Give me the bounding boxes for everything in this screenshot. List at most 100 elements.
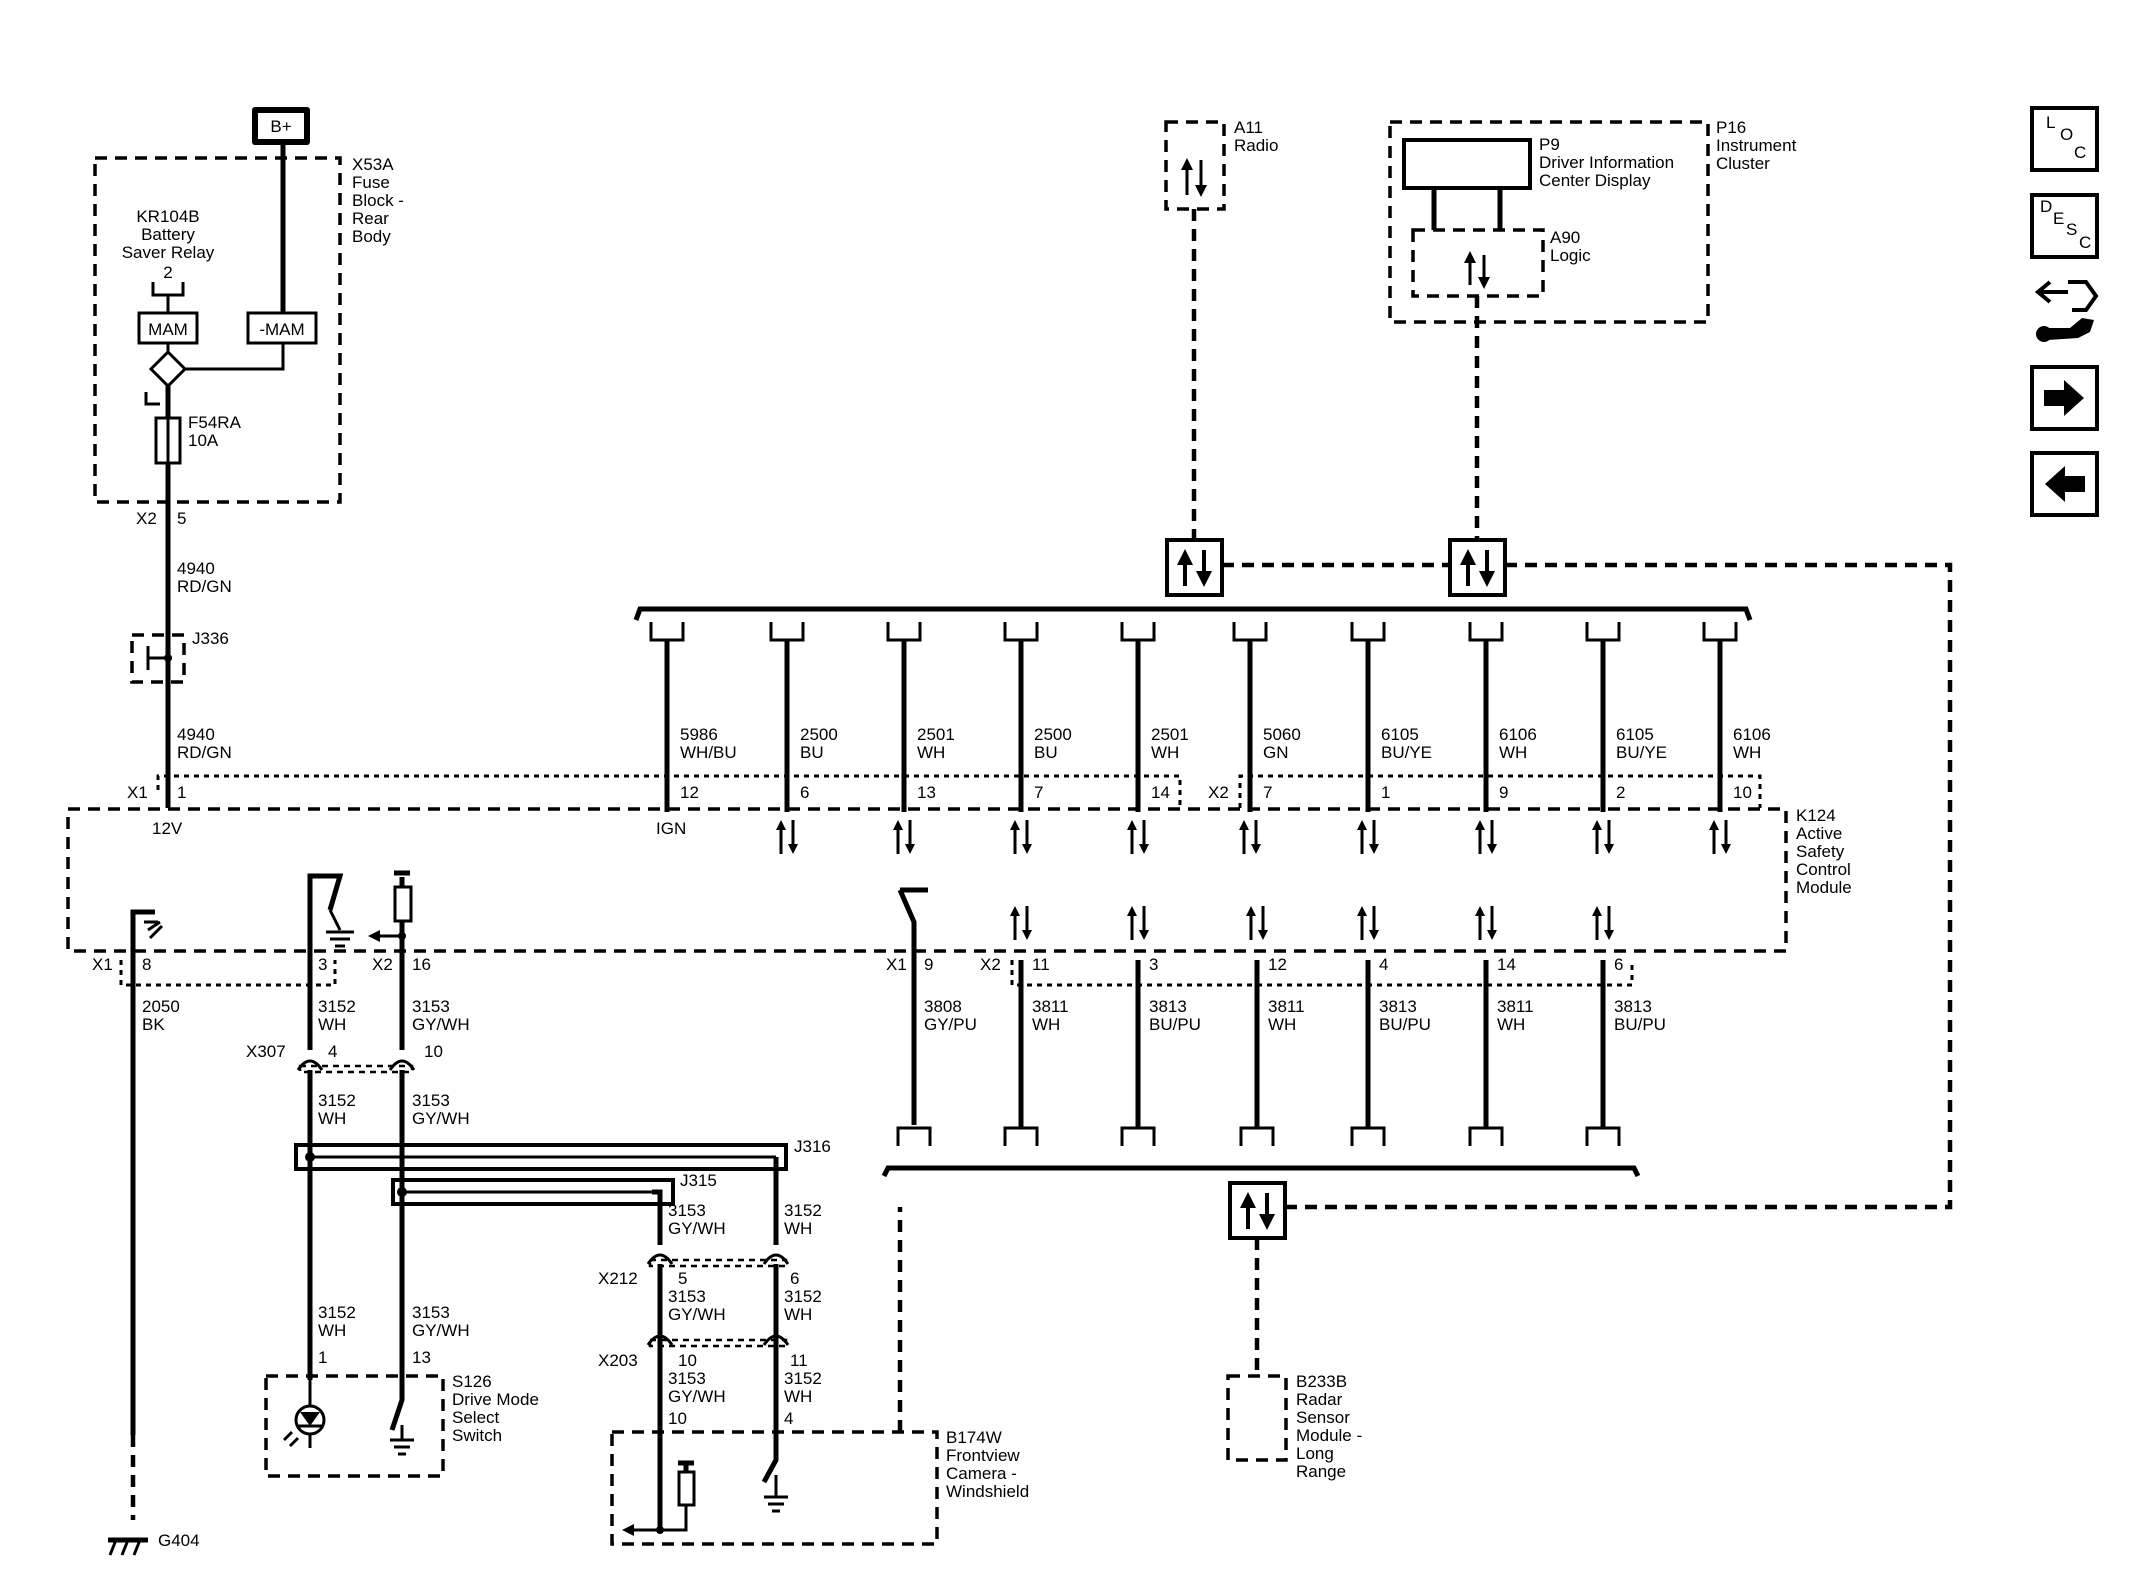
module-data-arrows-icon: [1475, 820, 1497, 854]
module-data-arrows-icon: [1592, 906, 1614, 940]
fuse-block-outline: [93, 156, 342, 504]
module-data-arrows-icon: [1239, 820, 1261, 854]
splice-j336-label: J336: [192, 629, 229, 648]
module-data-arrows-icon: [893, 820, 915, 854]
module-data-arrows-icon: [1592, 820, 1614, 854]
top-pin-number: 7: [1263, 783, 1272, 802]
module-data-arrows-icon: [1357, 906, 1379, 940]
arrow-right-icon: [2044, 380, 2084, 416]
radio-bus-gateway: [1165, 538, 1224, 597]
x212-pin-6: 6: [790, 1269, 799, 1288]
s126-pin-1: 1: [318, 1348, 327, 1367]
indicator-lamp-icon: [282, 1380, 326, 1448]
splice-j315: [391, 1178, 675, 1206]
connector-wrench-icon[interactable]: [2034, 280, 2099, 342]
bottom-pin-number: 3: [1149, 955, 1158, 974]
splice-j336: [130, 633, 186, 684]
description-button[interactable]: D E S C: [2030, 193, 2099, 259]
x1-top-connector-outline: [156, 774, 1182, 808]
bus-terminal: [1468, 1126, 1504, 1146]
bus-terminal: [1585, 1126, 1621, 1146]
pin-9: 9: [924, 955, 933, 974]
desc-letter-c: C: [2079, 233, 2091, 252]
x2-top-label: X2: [1208, 783, 1229, 802]
bus-terminal: [1239, 1126, 1275, 1146]
bottom-pin-number: 12: [1268, 955, 1287, 974]
module-data-arrows-icon: [1127, 820, 1149, 854]
x307-pin-10: 10: [424, 1042, 443, 1061]
bus-terminal: [1350, 1126, 1386, 1146]
x1-bottom-connector-outline: [119, 960, 337, 987]
x203-pin-10: 10: [678, 1351, 697, 1370]
bottom-pin-number: 4: [1379, 955, 1388, 974]
pin-3: 3: [318, 955, 327, 974]
x307-label: X307: [246, 1042, 286, 1061]
top-pin-number: 10: [1733, 783, 1752, 802]
relay-pin: 2: [163, 263, 172, 282]
loc-letter-l: L: [2046, 113, 2055, 132]
top-pin-number: 1: [1381, 783, 1390, 802]
x2-top-connector-outline: [1238, 774, 1762, 808]
radar-bus-gateway: [1228, 1181, 1287, 1240]
bus-terminal: [886, 622, 922, 642]
mam-label: MAM: [148, 320, 188, 339]
top-pin-number: 12: [680, 783, 699, 802]
radar-outline: [1226, 1374, 1288, 1462]
upper-bus-bar: [633, 606, 1753, 621]
splice-j316-label: J316: [794, 1137, 831, 1156]
module-data-arrows-icon: [1010, 820, 1032, 854]
bus-terminal: [649, 622, 685, 642]
not-mam-label: -MAM: [259, 320, 304, 339]
bus-terminal: [769, 622, 805, 642]
radio-data-arrows-icon: [1181, 158, 1207, 197]
cluster-bus-gateway: [1448, 538, 1507, 597]
module-data-arrows-icon: [1475, 906, 1497, 940]
top-pin-number: 14: [1151, 783, 1170, 802]
top-pin-number: 2: [1616, 783, 1625, 802]
dic-display-box: [1402, 138, 1532, 190]
location-button[interactable]: L O C: [2030, 106, 2099, 172]
top-pin-number: 7: [1034, 783, 1043, 802]
cluster-gateway-arrows-icon: [1460, 549, 1495, 587]
x1-top-pin-1: 1: [177, 783, 186, 802]
x212-label: X212: [598, 1269, 638, 1288]
previous-button[interactable]: [2030, 451, 2099, 517]
pin-16: 16: [412, 955, 431, 974]
bus-terminal: [1702, 622, 1738, 642]
camera-pin-10: 10: [668, 1409, 687, 1428]
next-button[interactable]: [2030, 365, 2099, 431]
x2-connector-label: X2: [136, 509, 157, 528]
module-k124-outline: [66, 807, 1788, 953]
bus-terminal: [896, 1126, 932, 1146]
